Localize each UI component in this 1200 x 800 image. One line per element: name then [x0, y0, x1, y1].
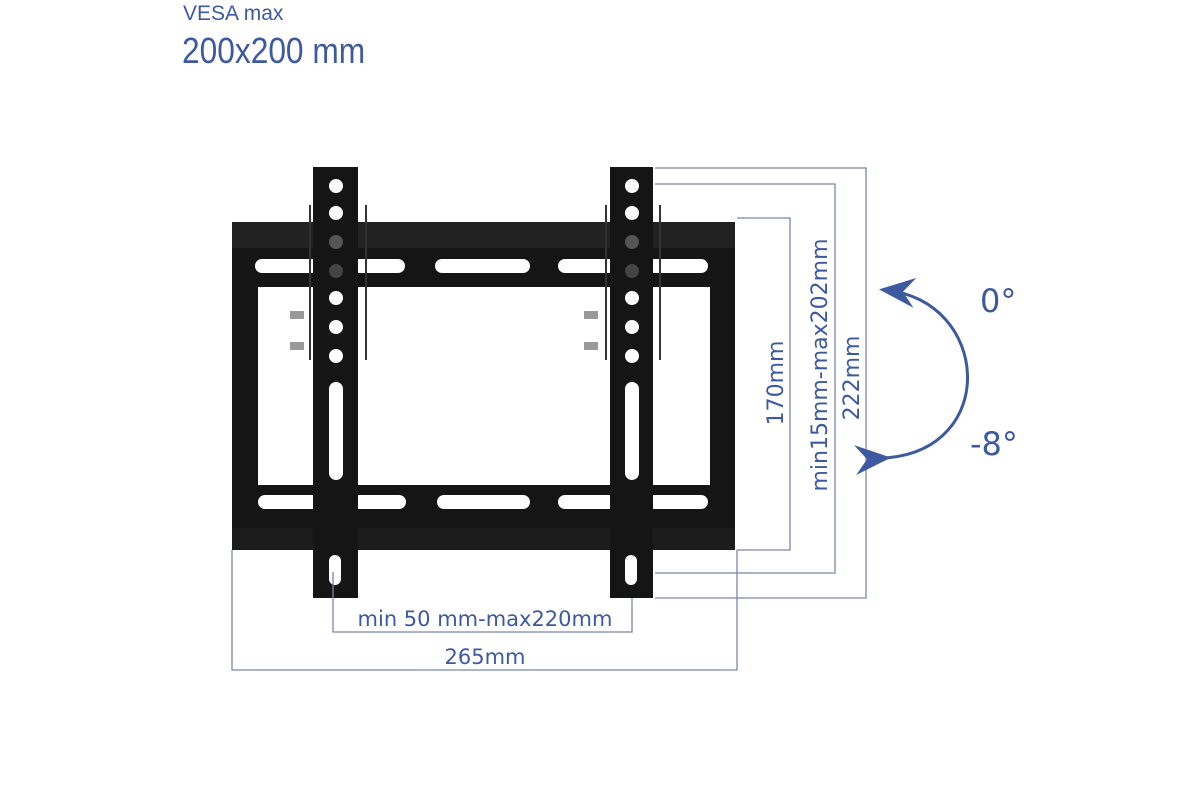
arm-range-label: min15mm-max202mm	[808, 238, 833, 491]
left-arm	[290, 167, 367, 598]
tilt-top-label: 0°	[980, 282, 1016, 320]
inner-height-label: 170mm	[764, 341, 789, 426]
total-height-label: 222mm	[840, 336, 865, 421]
arm-spacing-label: min 50 mm-max220mm	[358, 607, 613, 631]
vesa-value: 200x200 mm	[182, 30, 366, 71]
right-arm	[584, 167, 661, 598]
total-width-label: 265mm	[445, 645, 526, 669]
tilt-bottom-label: -8°	[970, 425, 1018, 463]
vesa-label: VESA max	[183, 2, 284, 25]
tilt-arc-icon	[854, 277, 969, 476]
mounting-slots	[255, 259, 708, 509]
